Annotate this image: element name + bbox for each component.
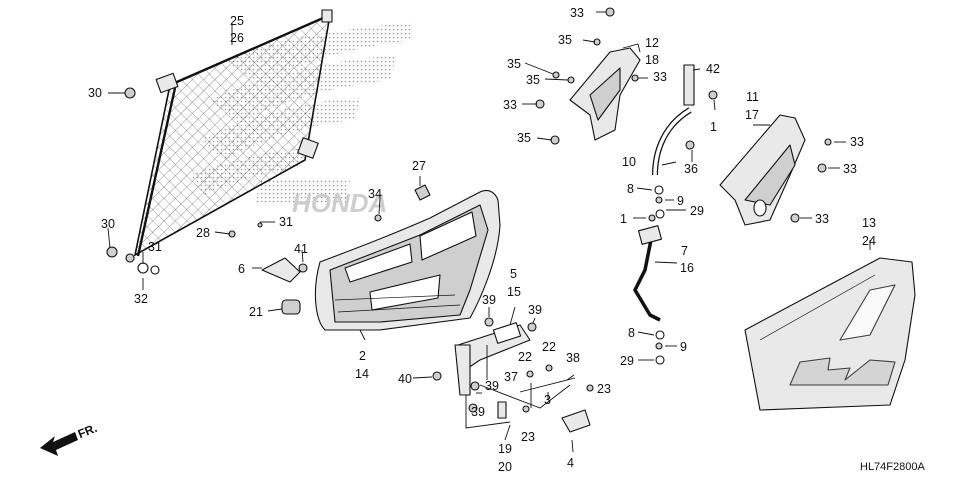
part-label: 26	[230, 31, 244, 45]
part-label: 2	[359, 349, 366, 363]
part-label: 9	[677, 194, 684, 208]
part-label: 18	[645, 53, 659, 67]
part-label: 12	[645, 36, 659, 50]
part-label: 15	[507, 285, 521, 299]
door-side-panel	[744, 257, 916, 411]
rod	[652, 64, 695, 176]
diagram-code: HL74F2800A	[860, 461, 925, 473]
part-label: 23	[597, 382, 611, 396]
part-label: 27	[412, 159, 426, 173]
part-label: 33	[843, 162, 857, 176]
latch-assembly	[454, 322, 591, 433]
part-label: 1	[710, 120, 717, 134]
part-label: 30	[88, 86, 102, 100]
part-label: 14	[355, 367, 369, 381]
part-label: 37	[504, 370, 518, 384]
upper-bracket	[569, 47, 641, 141]
part-label: 33	[503, 98, 517, 112]
part-label: 39	[471, 405, 485, 419]
part-label: 1	[620, 212, 627, 226]
part-label: 19	[498, 442, 512, 456]
part-label: 33	[850, 135, 864, 149]
part-label: 4	[567, 456, 574, 470]
upper-cover	[719, 114, 806, 226]
part-label: 16	[680, 261, 694, 275]
part-label: 25	[230, 14, 244, 28]
part-label: 7	[681, 244, 688, 258]
part-label: 10	[622, 155, 636, 169]
part-label: 34	[368, 187, 382, 201]
part-label: 6	[238, 262, 245, 276]
part-label: 5	[510, 267, 517, 281]
door-frame	[314, 189, 501, 331]
part-label: 39	[482, 293, 496, 307]
part-label: 35	[526, 73, 540, 87]
part-label: 36	[684, 162, 698, 176]
part-label: 23	[521, 430, 535, 444]
part-label: 21	[249, 305, 263, 319]
part-label: 17	[745, 108, 759, 122]
honda-logo-text: HONDA	[292, 188, 387, 218]
part-label: 20	[498, 460, 512, 474]
part-label: 24	[862, 234, 876, 248]
part-label: 30	[101, 217, 115, 231]
leader-lines	[107, 11, 871, 453]
part-label: 31	[148, 240, 162, 254]
part-label: 8	[627, 182, 634, 196]
part-label: 40	[398, 372, 412, 386]
arrow-left-icon	[40, 432, 78, 456]
part-label: 33	[570, 6, 584, 20]
front-direction-indicator: FR.	[40, 421, 99, 456]
part-label: 29	[690, 204, 704, 218]
part-label: 31	[279, 215, 293, 229]
part-label: 35	[517, 131, 531, 145]
part-label: 3	[544, 393, 551, 407]
part-label: 38	[566, 351, 580, 365]
part-number-labels: 25 26 30 30 31 32 28 31 6 21 41 34 27 2 …	[88, 6, 925, 474]
part-label: 39	[528, 303, 542, 317]
part-label: 22	[542, 340, 556, 354]
part-label: 9	[680, 340, 687, 354]
part-label: 39	[485, 379, 499, 393]
part-label: 8	[628, 326, 635, 340]
direction-label: FR.	[76, 421, 99, 441]
link-rod	[633, 225, 663, 322]
door-net	[133, 9, 333, 257]
hardware-parts	[106, 7, 832, 413]
part-label: 22	[518, 350, 532, 364]
part-label: 13	[862, 216, 876, 230]
part-label: 32	[134, 292, 148, 306]
part-label: 29	[620, 354, 634, 368]
part-label: 28	[196, 226, 210, 240]
part-label: 35	[507, 57, 521, 71]
part-label: 41	[294, 242, 308, 256]
part-label: 33	[815, 212, 829, 226]
part-label: 11	[746, 90, 759, 104]
part-label: 35	[558, 33, 572, 47]
part-label: 33	[653, 70, 667, 84]
part-label: 42	[706, 62, 720, 76]
